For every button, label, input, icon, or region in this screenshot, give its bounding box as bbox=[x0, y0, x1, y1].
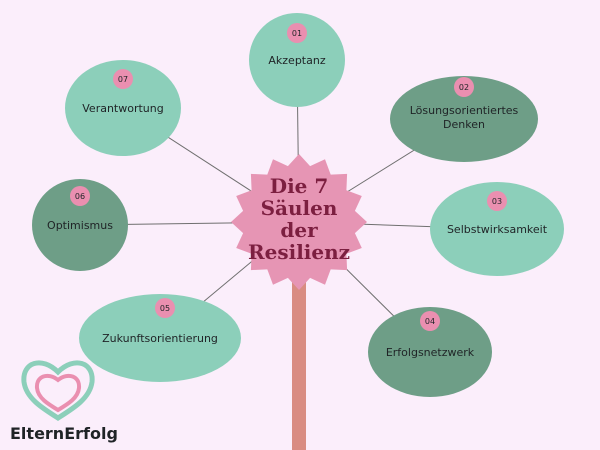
center-star-shape bbox=[231, 154, 367, 290]
pillar-label: Optimismus bbox=[47, 219, 113, 232]
number-badge-label: 03 bbox=[492, 197, 502, 206]
brand-logo-text: ElternErfolg bbox=[10, 424, 118, 443]
flower-stem bbox=[292, 258, 306, 450]
heart-logo-icon bbox=[21, 360, 95, 421]
pillar-ellipse bbox=[368, 307, 492, 397]
number-badge bbox=[287, 23, 307, 43]
number-badge bbox=[70, 186, 90, 206]
pillar-ellipse bbox=[32, 179, 128, 271]
number-badge bbox=[454, 77, 474, 97]
pillar-label: Erfolgsnetzwerk bbox=[386, 346, 475, 359]
pillar-label: Selbstwirksamkeit bbox=[447, 223, 548, 236]
center-badge: Die 7 Säulen der Resilienz bbox=[231, 154, 367, 290]
number-badge bbox=[420, 311, 440, 331]
center-title-line-2: Säulen bbox=[261, 196, 338, 220]
center-title-line-1: Die 7 bbox=[270, 174, 329, 198]
pillar-ellipse bbox=[430, 182, 564, 276]
pillar-ellipse bbox=[65, 60, 181, 156]
number-badge-label: 06 bbox=[75, 192, 85, 201]
number-badge bbox=[155, 298, 175, 318]
pillar-label: Denken bbox=[443, 118, 485, 131]
pillar-ellipse bbox=[249, 13, 345, 107]
center-title-line-4: Resilienz bbox=[248, 240, 350, 264]
pillar-ellipse bbox=[79, 294, 241, 382]
number-badge-label: 01 bbox=[292, 29, 302, 38]
pillar-label: Zukunftsorientierung bbox=[102, 332, 218, 345]
pillar-label: Akzeptanz bbox=[268, 54, 325, 67]
pillar-label: Lösungsorientiertes bbox=[410, 104, 519, 117]
number-badge-label: 04 bbox=[425, 317, 435, 326]
number-badge bbox=[113, 69, 133, 89]
pillar-ellipse bbox=[390, 76, 538, 162]
number-badge-label: 07 bbox=[118, 75, 128, 84]
pillar-label: Verantwortung bbox=[82, 102, 163, 115]
number-badge-label: 02 bbox=[459, 83, 469, 92]
center-title-line-3: der bbox=[280, 218, 318, 242]
number-badge-label: 05 bbox=[160, 304, 170, 313]
number-badge bbox=[487, 191, 507, 211]
